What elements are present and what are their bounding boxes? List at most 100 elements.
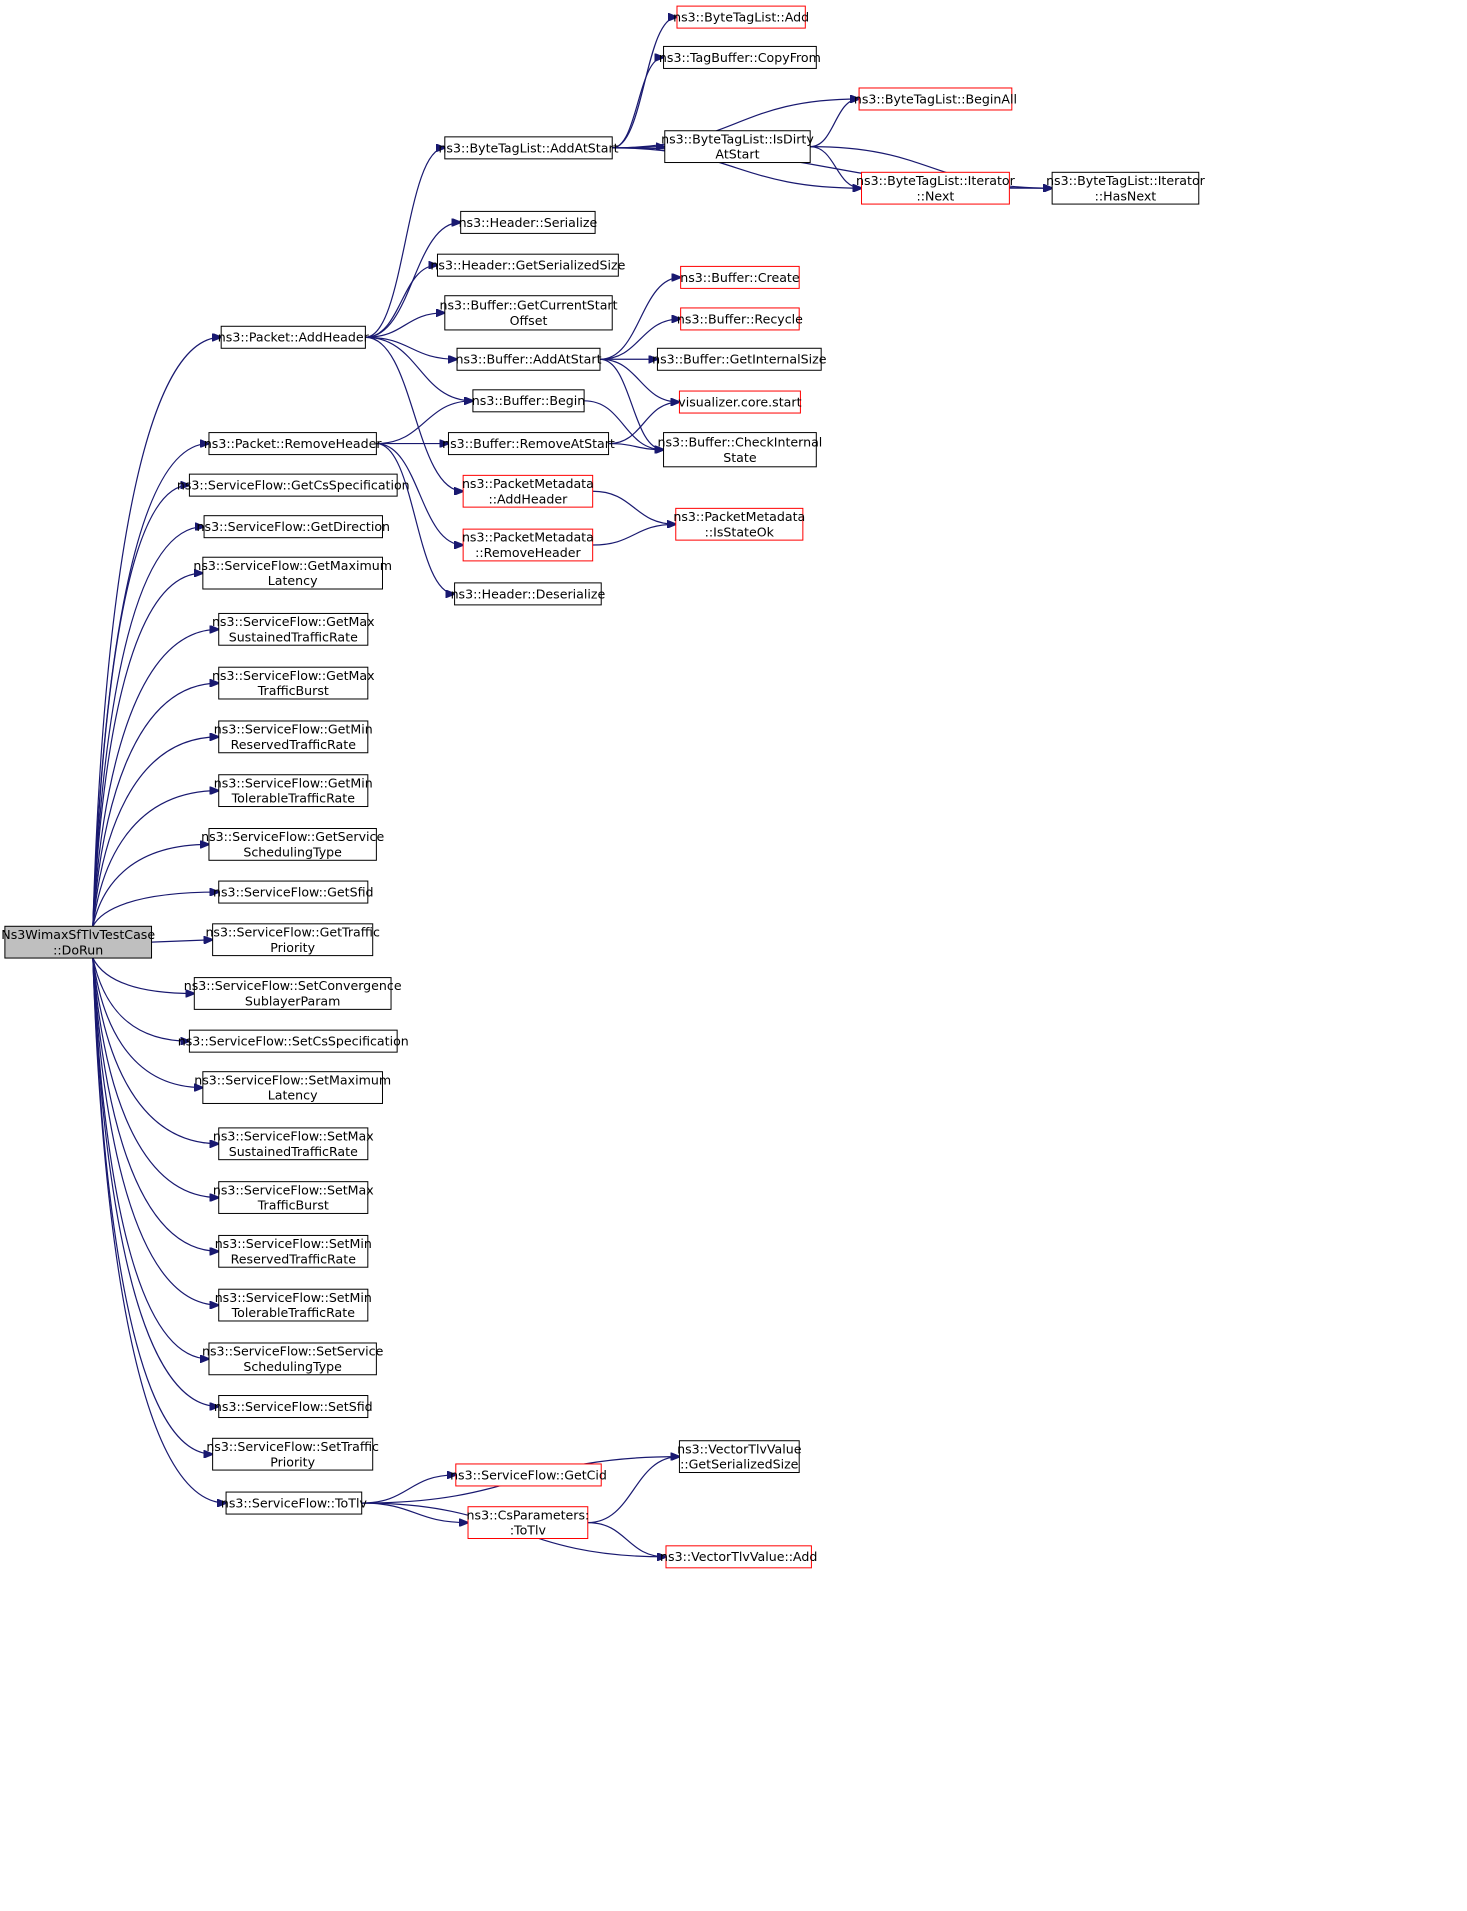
- edge-remove-header-to-hdr-deserialize: [376, 442, 454, 594]
- node-label: ns3::ByteTagList::BeginAll: [854, 91, 1017, 106]
- node-hdr-deserialize[interactable]: ns3::Header::Deserialize: [451, 582, 606, 606]
- node-btl-add-at-start[interactable]: ns3::ByteTagList::AddAtStart: [438, 136, 619, 160]
- node-set-min-tolerable[interactable]: ns3::ServiceFlow::SetMinTolerableTraffic…: [215, 1288, 372, 1322]
- node-remove-header[interactable]: ns3::Packet::RemoveHeader: [204, 432, 383, 456]
- node-label: ns3::ServiceFlow::GetCid: [450, 1467, 607, 1482]
- edge-btl-add-at-start-to-btl-begin-all: [612, 99, 859, 149]
- node-box: [218, 1234, 369, 1268]
- edge-path: [92, 485, 190, 927]
- node-hdr-get-ser-size[interactable]: ns3::Header::GetSerializedSize: [430, 253, 626, 277]
- node-cs-to-tlv[interactable]: ns3::CsParameters::ToTlv: [467, 1506, 590, 1539]
- node-label: ns3::Packet::RemoveHeader: [204, 436, 383, 451]
- node-label: ReservedTrafficRate: [231, 737, 357, 752]
- node-sf-get-cid[interactable]: ns3::ServiceFlow::GetCid: [450, 1463, 607, 1487]
- node-vtv-add[interactable]: ns3::VectorTlvValue::Add: [660, 1545, 817, 1569]
- node-box: [218, 880, 369, 904]
- node-box: [664, 130, 811, 164]
- node-btl-iter-next[interactable]: ns3::ByteTagList::Iterator::Next: [856, 171, 1016, 205]
- node-box: [444, 295, 613, 331]
- node-box: [447, 432, 610, 456]
- node-set-min-reserved[interactable]: ns3::ServiceFlow::SetMinReservedTrafficR…: [215, 1234, 372, 1268]
- node-pm-remove-header[interactable]: ns3::PacketMetadata::RemoveHeader: [462, 528, 594, 562]
- node-get-min-tolerable[interactable]: ns3::ServiceFlow::GetMinTolerableTraffic…: [214, 774, 373, 808]
- edge-path: [584, 400, 663, 450]
- node-buf-create[interactable]: ns3::Buffer::Create: [680, 265, 800, 289]
- node-buf-remove-at-start[interactable]: ns3::Buffer::RemoveAtStart: [442, 432, 615, 456]
- node-label: ns3::ServiceFlow::SetMin: [215, 1236, 372, 1251]
- edge-path: [92, 957, 190, 1041]
- node-btl-iter-has-next[interactable]: ns3::ByteTagList::Iterator::HasNext: [1046, 171, 1206, 205]
- node-box: [218, 1395, 369, 1419]
- node-hdr-serialize[interactable]: ns3::Header::Serialize: [459, 210, 598, 234]
- edge-path: [365, 148, 444, 338]
- node-set-cs-spec[interactable]: ns3::ServiceFlow::SetCsSpecification: [178, 1029, 409, 1053]
- node-get-cs-spec[interactable]: ns3::ServiceFlow::GetCsSpecification: [177, 473, 410, 497]
- node-get-sfid[interactable]: ns3::ServiceFlow::GetSfid: [213, 880, 374, 904]
- edge-path: [92, 527, 204, 927]
- node-label: ns3::Buffer::GetInternalSize: [652, 352, 827, 367]
- node-set-sfid[interactable]: ns3::ServiceFlow::SetSfid: [214, 1395, 373, 1419]
- node-buf-get-int-size[interactable]: ns3::Buffer::GetInternalSize: [652, 347, 827, 371]
- node-box: [861, 171, 1010, 205]
- node-label: ::AddHeader: [489, 491, 569, 506]
- edge-path: [600, 319, 681, 360]
- node-label: ns3::ServiceFlow::GetMaximum: [193, 558, 392, 573]
- edge-root-to-get-direction: [92, 527, 204, 927]
- edge-root-to-get-min-reserved: [92, 737, 219, 927]
- node-set-max-sustained[interactable]: ns3::ServiceFlow::SetMaxSustainedTraffic…: [213, 1127, 374, 1161]
- node-label: ns3::Buffer::Begin: [472, 393, 585, 408]
- node-label: Latency: [268, 1088, 318, 1103]
- node-box: [218, 666, 369, 700]
- node-get-min-reserved[interactable]: ns3::ServiceFlow::GetMinReservedTrafficR…: [214, 720, 373, 754]
- node-set-sched-type[interactable]: ns3::ServiceFlow::SetServiceSchedulingTy…: [202, 1342, 384, 1376]
- node-label: ns3::ServiceFlow::SetCsSpecification: [178, 1034, 409, 1049]
- node-pm-add-header[interactable]: ns3::PacketMetadata::AddHeader: [462, 474, 594, 508]
- node-label: ns3::ByteTagList::Iterator: [1046, 173, 1206, 188]
- node-pm-is-state-ok[interactable]: ns3::PacketMetadata::IsStateOk: [673, 507, 805, 541]
- node-btl-begin-all[interactable]: ns3::ByteTagList::BeginAll: [854, 87, 1017, 111]
- node-to-tlv[interactable]: ns3::ServiceFlow::ToTlv: [221, 1491, 368, 1515]
- node-buf-add-at-start[interactable]: ns3::Buffer::AddAtStart: [456, 347, 602, 371]
- node-label: ns3::ServiceFlow::GetCsSpecification: [177, 478, 410, 493]
- node-buf-recycle[interactable]: ns3::Buffer::Recycle: [677, 307, 803, 331]
- node-label: ::HasNext: [1095, 188, 1157, 203]
- node-viz-start[interactable]: visualizer.core.start: [678, 390, 802, 414]
- node-label: ns3::PacketMetadata: [673, 509, 805, 524]
- node-label: ns3::ByteTagList::IsDirty: [661, 131, 814, 146]
- node-add-header[interactable]: ns3::Packet::AddHeader: [218, 325, 370, 349]
- node-box: [203, 515, 383, 539]
- node-root[interactable]: Ns3WimaxSfTlvTestCase::DoRun: [1, 925, 155, 959]
- node-label: ns3::Buffer::Create: [680, 270, 800, 285]
- node-get-max-sustained[interactable]: ns3::ServiceFlow::GetMaxSustainedTraffic…: [212, 612, 375, 646]
- edge-root-to-set-max-burst: [92, 958, 219, 1198]
- node-tb-copy-from[interactable]: ns3::TagBuffer::CopyFrom: [659, 45, 821, 69]
- node-vtv-get-ser-size[interactable]: ns3::VectorTlvValue::GetSerializedSize: [677, 1440, 802, 1474]
- edge-path: [92, 958, 226, 1503]
- node-btl-add[interactable]: ns3::ByteTagList::Add: [673, 5, 809, 29]
- node-box: [212, 923, 374, 957]
- node-box: [208, 432, 377, 456]
- node-buf-begin[interactable]: ns3::Buffer::Begin: [472, 389, 585, 413]
- edge-buf-begin-to-buf-check-int: [584, 400, 663, 450]
- node-box: [680, 307, 800, 331]
- node-label: ns3::Header::Serialize: [459, 215, 598, 230]
- edge-root-to-get-min-tolerable: [92, 791, 219, 927]
- node-label: ns3::ServiceFlow::GetMax: [212, 614, 375, 629]
- node-set-conv-sub[interactable]: ns3::ServiceFlow::SetConvergenceSublayer…: [184, 977, 402, 1010]
- edge-add-header-to-buf-add-at-start: [365, 336, 457, 359]
- node-get-sched-type[interactable]: ns3::ServiceFlow::GetServiceSchedulingTy…: [201, 828, 384, 861]
- node-box: [678, 390, 801, 414]
- edge-pm-add-header-to-pm-is-state-ok: [592, 490, 676, 524]
- node-get-direction[interactable]: ns3::ServiceFlow::GetDirection: [197, 515, 390, 539]
- node-box: [1051, 171, 1200, 205]
- edge-path: [608, 442, 664, 450]
